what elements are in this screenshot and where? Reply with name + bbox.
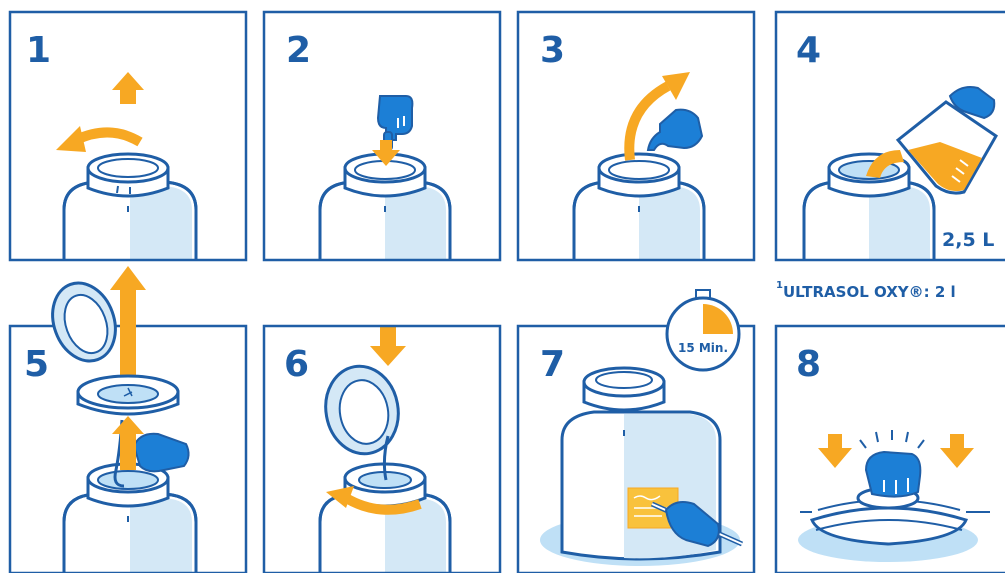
step-number: 5: [24, 344, 49, 385]
stopwatch-icon: 15 Min.: [667, 290, 739, 370]
step-number: 6: [284, 344, 309, 385]
footnote-text: ULTRASOL OXY®: 2 l: [783, 283, 956, 301]
step-number: 7: [540, 344, 565, 385]
gloved-hand-icon: [648, 110, 702, 150]
footnote: 1 ULTRASOL OXY®: 2 l: [776, 280, 956, 301]
arrow-down-icon: [818, 434, 852, 468]
arrow-up-icon: [112, 72, 144, 104]
canister-neck-open: [599, 154, 679, 196]
pressure-lines-icon: [860, 430, 924, 448]
canister-cap: [88, 154, 168, 196]
arrow-down-icon: [370, 326, 406, 366]
step-2-panel: 2: [264, 12, 500, 262]
rotate-arrow-icon: [56, 126, 140, 152]
step-number: 1: [26, 30, 51, 71]
fist-glove-icon: [866, 452, 920, 497]
step-5-panel: 5: [10, 266, 246, 573]
step-6-panel: 6: [264, 326, 500, 573]
step-number: 4: [796, 30, 821, 71]
step-1-panel: 1: [10, 12, 246, 262]
strainer-insert: [78, 376, 178, 414]
arrow-down-icon: [940, 434, 974, 468]
volume-label: 2,5 L: [942, 229, 994, 251]
timer-label: 15 Min.: [678, 341, 728, 355]
footnote-superscript: 1: [776, 280, 783, 291]
step-number: 8: [796, 344, 821, 385]
hinged-lid: [319, 360, 405, 459]
step-7-panel: 15 Min. 7: [518, 290, 754, 573]
step-number: 2: [286, 30, 311, 71]
step-number: 3: [540, 30, 565, 71]
canister-cap: [584, 368, 664, 410]
step-8-panel: 8: [776, 326, 1005, 573]
step-3-panel: 3: [518, 12, 754, 262]
gloved-hand-icon: [134, 434, 189, 472]
step-4-panel: 4 2,5 L: [776, 12, 1005, 262]
